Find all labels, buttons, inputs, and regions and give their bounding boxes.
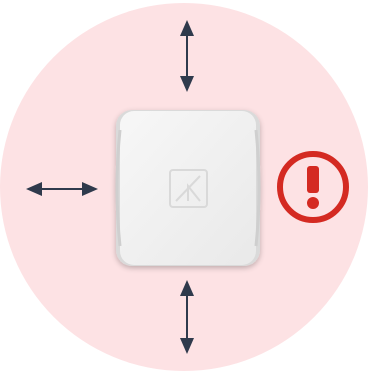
- arrow-left-right-icon: [26, 182, 98, 196]
- device-logo-icon: [169, 169, 208, 208]
- arrow-up-down-icon: [180, 20, 194, 92]
- warning-icon: [277, 151, 349, 223]
- arrow-up-down-icon: [180, 280, 194, 354]
